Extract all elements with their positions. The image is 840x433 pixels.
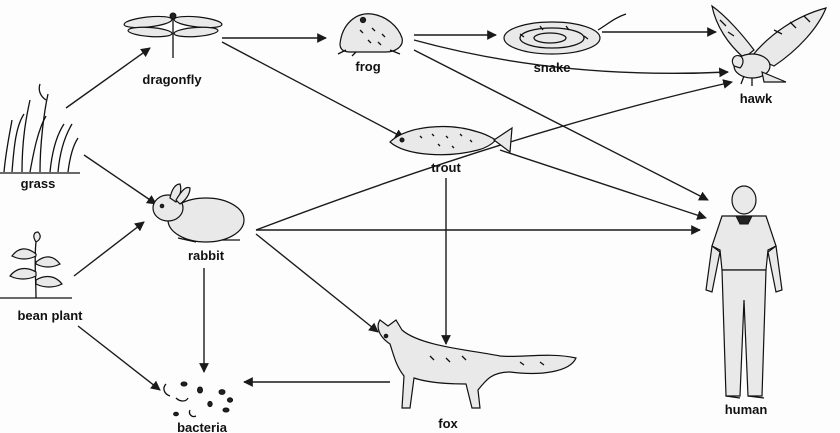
grass-illustration [0,83,80,174]
human-illustration [705,185,783,399]
arrow-bean-plant-to-bacteria [77,325,161,391]
label-frog: frog [355,59,380,74]
label-hawk: hawk [740,91,773,106]
arrow-frog-to-hawk [413,39,729,78]
label-fox: fox [438,416,458,431]
label-trout: trout [431,160,461,175]
label-human: human [725,402,768,417]
arrow-rabbit-to-hawk [255,79,733,231]
label-bacteria: bacteria [177,420,228,433]
arrow-dragonfly-to-trout [221,41,405,139]
snake-illustration [503,13,627,55]
bean-plant-illustration [0,231,72,299]
label-bean-plant: bean plant [17,308,83,323]
frog-illustration [337,13,403,57]
bacteria-illustration [163,381,234,418]
trout-illustration [389,125,513,156]
label-dragonfly: dragonfly [142,72,202,87]
label-rabbit: rabbit [188,248,225,263]
hawk-illustration [711,4,828,86]
arrow-grass-to-rabbit [83,154,157,205]
fox-illustration [377,319,577,409]
dragonfly-illustration [123,12,223,58]
label-grass: grass [21,176,56,191]
arrow-grass-to-dragonfly [65,47,151,109]
arrow-bean-plant-to-rabbit [73,221,145,277]
rabbit-illustration [152,183,245,243]
arrow-trout-to-human [499,149,707,220]
arrow-rabbit-to-fox [255,233,379,333]
label-snake: snake [534,60,571,75]
arrow-frog-to-human [413,49,709,201]
